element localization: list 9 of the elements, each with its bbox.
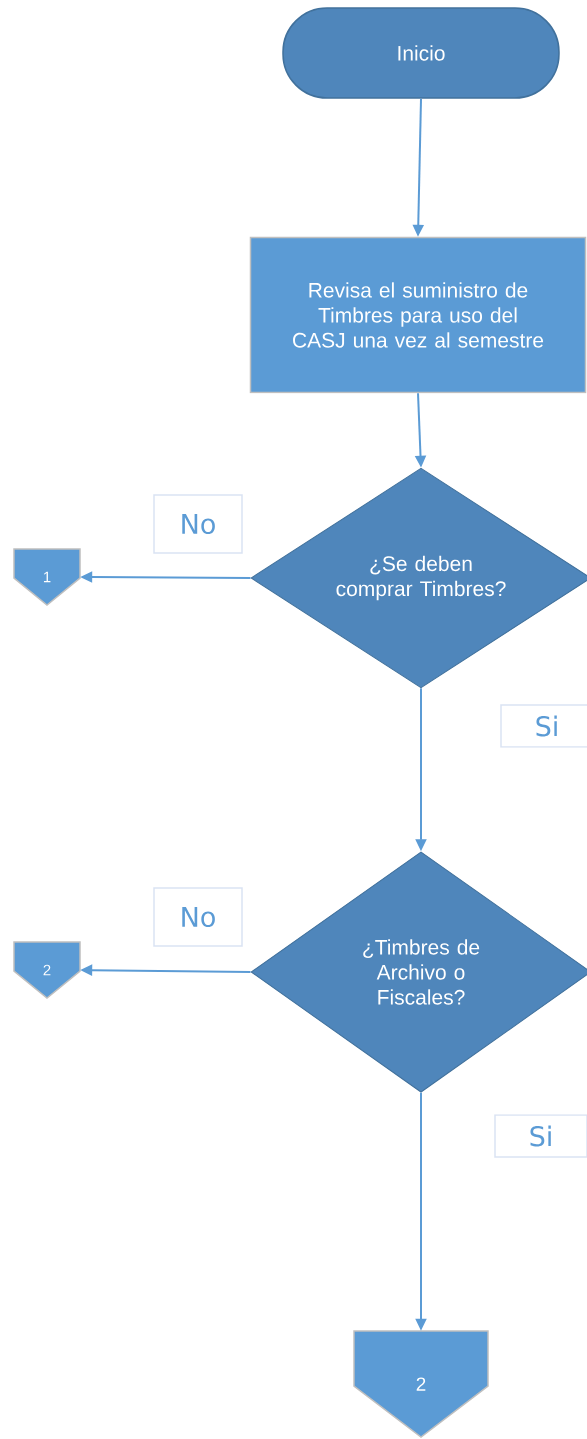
terminal-box: Inicio bbox=[282, 7, 560, 99]
off-page-connector: 2 bbox=[13, 941, 81, 999]
edge-label: No bbox=[153, 887, 243, 947]
off-page-connector: 1 bbox=[13, 548, 81, 606]
edge-label: Si bbox=[500, 704, 587, 748]
edge-label: No bbox=[153, 494, 243, 554]
process-box: Revisa el suministro de Timbres para uso del CASJ una vez al semestre bbox=[249, 236, 587, 394]
edge-label: Si bbox=[494, 1114, 587, 1158]
off-page-connector: 2 bbox=[353, 1330, 489, 1438]
